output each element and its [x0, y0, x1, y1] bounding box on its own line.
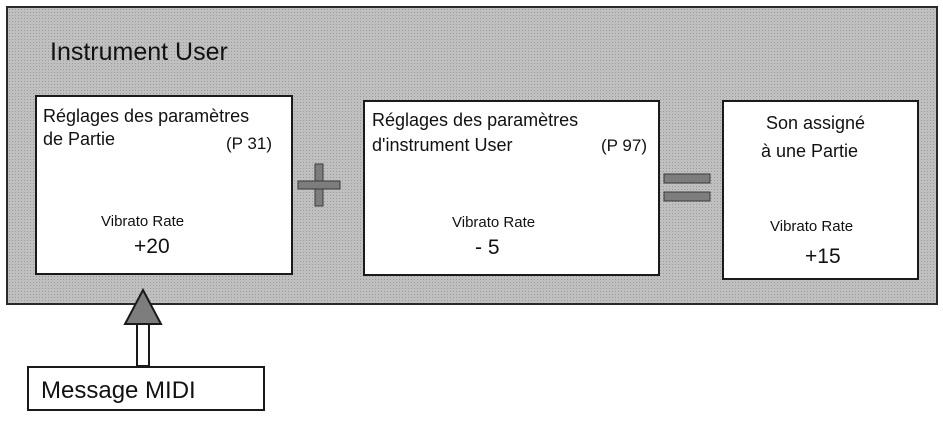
part-settings-page-ref: (P 31) — [226, 134, 272, 153]
part-settings-title-line1: Réglages des paramètres — [43, 106, 250, 126]
user-instrument-param-label: Vibrato Rate — [452, 214, 536, 231]
instrument-user-panel: Instrument User Réglages des paramètres … — [6, 6, 938, 305]
user-instrument-value: - 5 — [475, 236, 500, 259]
part-settings-title-line2: de Partie — [43, 129, 116, 149]
panel-title: Instrument User — [50, 38, 228, 66]
midi-message-label: Message MIDI — [41, 377, 196, 404]
assigned-sound-value: +15 — [805, 245, 841, 268]
midi-message-box: Message MIDI — [27, 366, 265, 411]
up-arrow-icon — [123, 288, 163, 367]
plus-icon — [297, 163, 341, 207]
assigned-sound-box: Son assigné à une Partie Vibrato Rate +1… — [722, 100, 919, 280]
assigned-sound-title-line1: Son assigné — [766, 113, 866, 133]
user-instrument-settings-box: Réglages des paramètres d'instrument Use… — [363, 100, 660, 276]
part-settings-value: +20 — [134, 235, 170, 258]
user-instrument-title-line2: d'instrument User — [372, 135, 513, 155]
equals-icon — [663, 173, 711, 202]
part-settings-box: Réglages des paramètres de Partie (P 31)… — [35, 95, 293, 275]
user-instrument-page-ref: (P 97) — [601, 136, 647, 155]
assigned-sound-param-label: Vibrato Rate — [770, 218, 854, 235]
user-instrument-title-line1: Réglages des paramètres — [372, 110, 579, 130]
assigned-sound-title-line2: à une Partie — [761, 141, 859, 161]
part-settings-param-label: Vibrato Rate — [101, 213, 185, 230]
